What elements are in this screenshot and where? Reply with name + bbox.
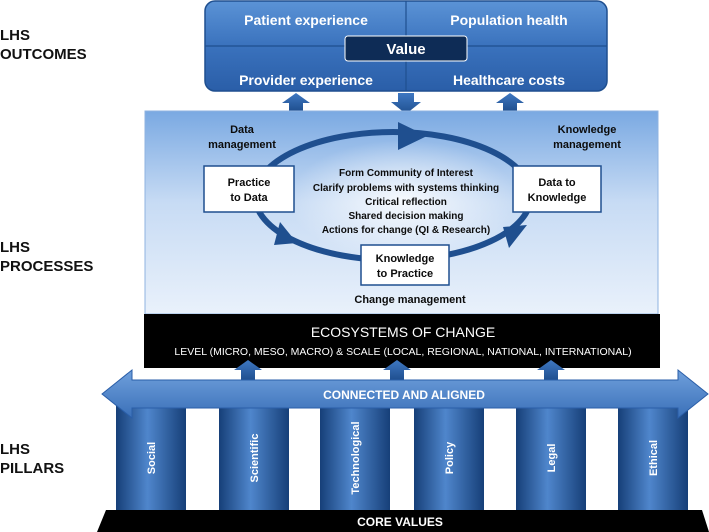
outcome-patient-experience: Patient experience — [244, 12, 368, 28]
up-arrow-icon — [383, 360, 411, 380]
value-box — [344, 35, 468, 62]
pillar-column — [320, 398, 390, 510]
process-center-glow — [288, 140, 518, 260]
core-values-base: CORE VALUES — [97, 510, 709, 532]
core-values-text: CORE VALUES — [357, 515, 443, 529]
data-management-line2: management — [208, 139, 276, 151]
cycle-arrow-icon — [503, 225, 527, 248]
pillars-label: LHS PILLARS — [0, 440, 110, 478]
practice-to-data-box — [203, 165, 295, 213]
ecosystem-arrows — [234, 360, 565, 380]
outcome-provider-experience: Provider experience — [239, 72, 373, 88]
banner-text: CONNECTED AND ALIGNED — [323, 388, 485, 402]
pillar-column — [219, 398, 289, 510]
processes-label-line2: PROCESSES — [0, 258, 94, 275]
down-arrow-icon — [391, 93, 421, 114]
knowledge-management-line2: management — [553, 139, 621, 151]
double-arrow-icon — [101, 368, 709, 420]
outcomes-block: Patient experience Population health Val… — [204, 0, 608, 92]
pillar-legal: Legal — [516, 398, 586, 510]
connected-banner: CONNECTED AND ALIGNED — [101, 368, 709, 420]
processes-label-line1: LHS — [0, 239, 30, 256]
knowledge-to-practice-line1: Knowledge — [376, 253, 435, 265]
cycle-arrow-icon — [274, 222, 297, 245]
outcomes-label-line1: LHS — [0, 27, 30, 44]
practice-to-data-line1: Practice — [228, 177, 271, 189]
pillar-label: Technological — [350, 421, 362, 494]
pillar-scientific: Scientific — [219, 398, 289, 510]
up-arrow-icon — [496, 93, 524, 111]
knowledge-management-line1: Knowledge — [558, 124, 617, 136]
pillars-label-line1: LHS — [0, 441, 30, 458]
center-line-5: Actions for change (QI & Research) — [322, 225, 490, 236]
pillar-column — [618, 398, 688, 510]
data-to-knowledge-box — [512, 165, 602, 213]
pillar-label: Policy — [444, 441, 456, 474]
up-arrow-icon — [234, 360, 262, 380]
box-practice-to-data: Practice to Data — [203, 165, 295, 213]
center-line-1: Form Community of Interest — [339, 168, 474, 179]
outcome-healthcare-costs: Healthcare costs — [453, 72, 565, 88]
ecosystem-subtitle: LEVEL (MICRO, MESO, MACRO) & SCALE (LOCA… — [174, 346, 631, 358]
pillar-policy: Policy — [414, 398, 484, 510]
processes-block: Data management Knowledge management Cha… — [144, 110, 659, 315]
pillar-label: Legal — [546, 444, 558, 473]
center-line-3: Critical reflection — [365, 197, 447, 208]
core-values-bar — [97, 510, 709, 532]
pillar-social: Social — [116, 398, 186, 510]
pillars-block: Social Scientific Technological Policy L… — [97, 368, 709, 532]
outcome-population-health: Population health — [450, 12, 567, 28]
pillar-label: Scientific — [249, 434, 261, 483]
pillar-technological: Technological — [320, 398, 390, 510]
center-line-4: Shared decision making — [348, 211, 463, 222]
outcomes-label-line2: OUTCOMES — [0, 46, 87, 63]
pillar-ethical: Ethical — [618, 398, 688, 510]
data-to-knowledge-line1: Data to — [538, 177, 576, 189]
up-arrow-icon — [537, 360, 565, 380]
outcome-value: Value — [386, 41, 425, 58]
ecosystem-block: ECOSYSTEMS OF CHANGE LEVEL (MICRO, MESO,… — [144, 314, 660, 368]
knowledge-to-practice-line2: to Practice — [377, 268, 433, 280]
pillar-label: Ethical — [648, 440, 660, 476]
pillar-column — [414, 398, 484, 510]
center-line-2: Clarify problems with systems thinking — [313, 183, 499, 194]
box-knowledge-to-practice: Knowledge to Practice — [360, 244, 450, 286]
data-to-knowledge-line2: Knowledge — [528, 192, 587, 204]
cycle-arrow-icon — [398, 122, 427, 150]
pillars-label-line2: PILLARS — [0, 460, 65, 477]
processes-label: LHS PROCESSES — [0, 238, 110, 276]
knowledge-to-practice-box — [360, 244, 450, 286]
pillar-label: Social — [146, 442, 158, 474]
outcome-arrows — [282, 93, 524, 114]
ecosystem-bar — [144, 314, 660, 368]
change-management-label: Change management — [354, 294, 466, 306]
data-management-line1: Data — [230, 124, 255, 136]
box-data-to-knowledge: Data to Knowledge — [512, 165, 602, 213]
outcomes-label: LHS OUTCOMES — [0, 26, 110, 64]
ecosystem-title: ECOSYSTEMS OF CHANGE — [311, 324, 495, 340]
practice-to-data-line2: to Data — [230, 192, 268, 204]
pillar-column — [116, 398, 186, 510]
up-arrow-icon — [282, 93, 310, 111]
pillar-column — [516, 398, 586, 510]
